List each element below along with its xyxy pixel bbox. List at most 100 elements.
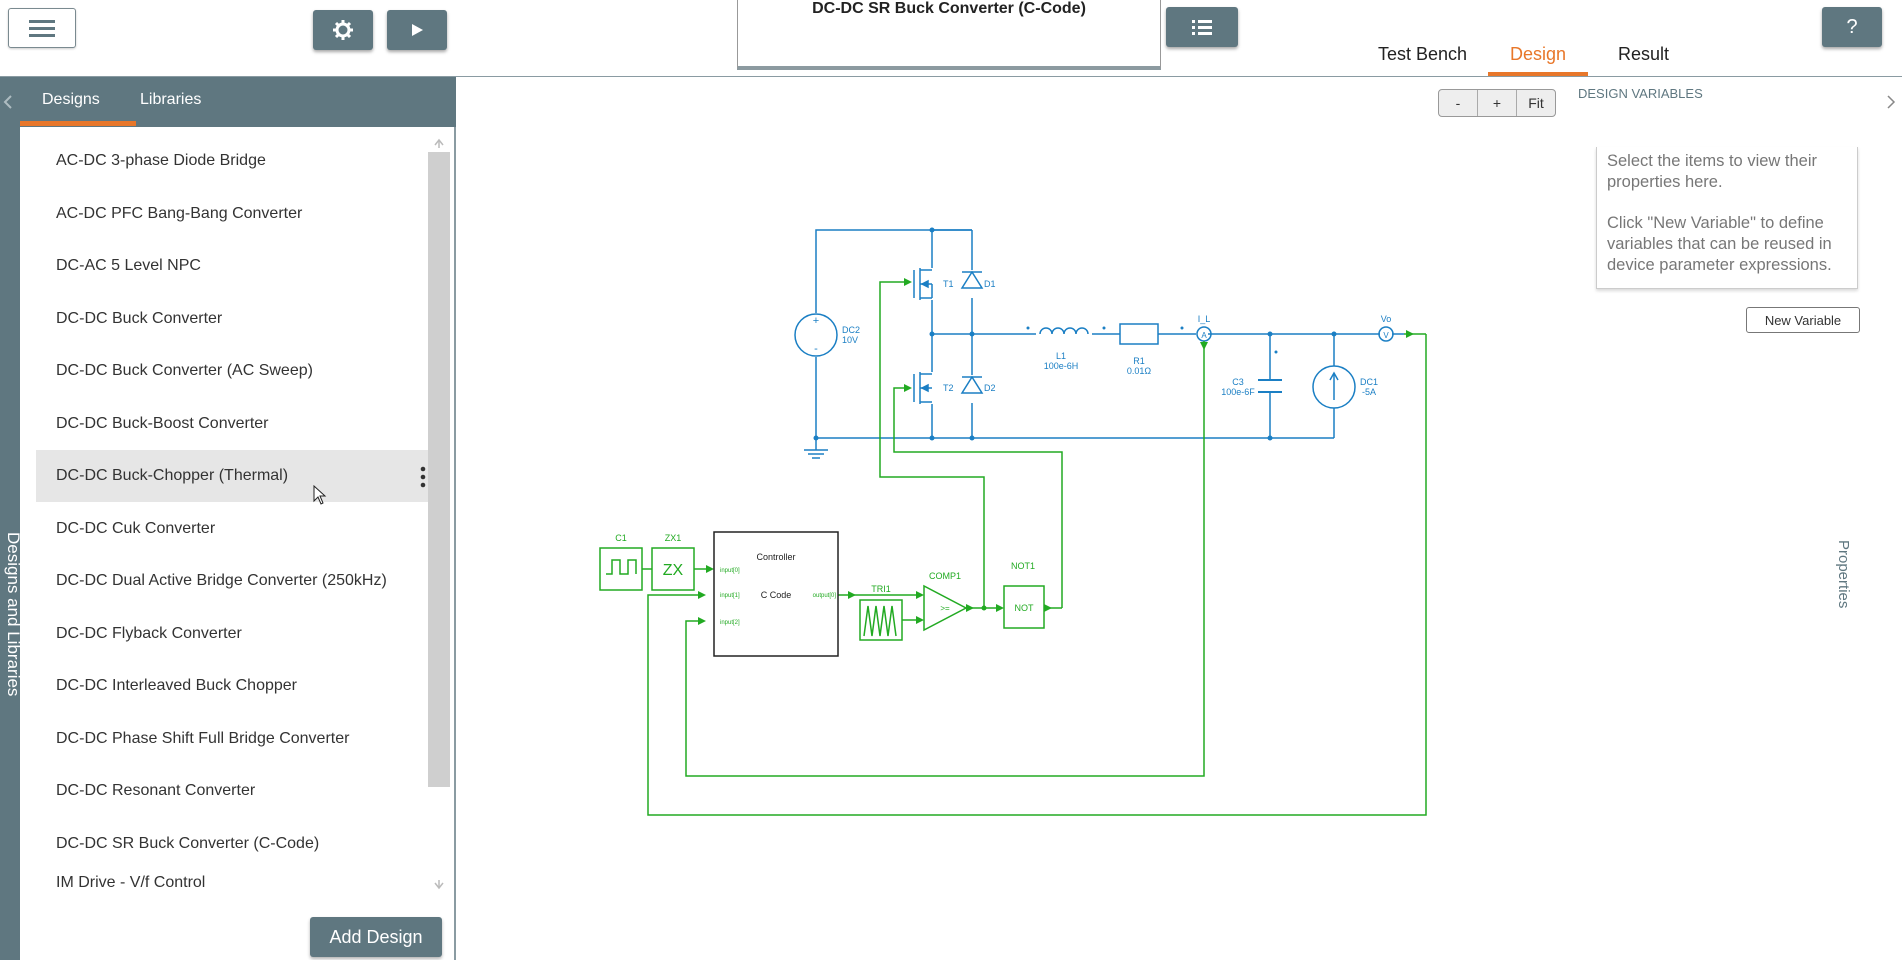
list-item[interactable]: IM Drive - V/f Control bbox=[36, 871, 444, 895]
zoom-in-button[interactable]: + bbox=[1478, 90, 1517, 116]
design-variables-title: DESIGN VARIABLES bbox=[1578, 86, 1703, 101]
tab-libraries[interactable]: Libraries bbox=[140, 91, 202, 108]
list-item-label: DC-DC Buck-Boost Converter bbox=[56, 415, 269, 432]
list-item[interactable]: DC-DC Dual Active Bridge Converter (250k… bbox=[36, 555, 444, 607]
list-item[interactable]: DC-DC Buck-Boost Converter bbox=[36, 398, 444, 450]
list-item[interactable]: DC-AC 5 Level NPC bbox=[36, 240, 444, 292]
design-title: DC-DC SR Buck Converter (C-Code) bbox=[812, 0, 1086, 17]
list-item-label: DC-DC Buck-Chopper (Thermal) bbox=[56, 467, 289, 484]
l1-label: L1 bbox=[1056, 351, 1066, 361]
more-options-icon[interactable] bbox=[420, 466, 426, 488]
chevron-left-icon[interactable] bbox=[2, 95, 14, 109]
run-button[interactable] bbox=[387, 10, 447, 50]
top-divider bbox=[0, 76, 1902, 77]
hamburger-menu-button[interactable] bbox=[8, 8, 76, 48]
controller-block[interactable] bbox=[713, 531, 839, 657]
new-variable-button[interactable]: New Variable bbox=[1746, 307, 1860, 333]
play-icon bbox=[412, 24, 423, 36]
dc1-source[interactable] bbox=[1312, 365, 1356, 409]
c3-label: C3 bbox=[1232, 377, 1244, 387]
vo-label: Vo bbox=[1381, 314, 1392, 324]
info-line-2: Click "New Variable" to define variables… bbox=[1607, 214, 1832, 274]
tab-designs[interactable]: Designs bbox=[42, 91, 100, 108]
dc1-value: -5A bbox=[1362, 387, 1376, 397]
hamburger-icon bbox=[29, 20, 55, 37]
tab-design[interactable]: Design bbox=[1510, 44, 1567, 64]
list-item[interactable]: AC-DC 3-phase Diode Bridge bbox=[36, 135, 444, 187]
controller-input-2: input[2] bbox=[720, 620, 740, 626]
list-item-label: IM Drive - V/f Control bbox=[56, 874, 206, 891]
d2-diode[interactable] bbox=[960, 375, 984, 394]
list-item[interactable]: AC-DC PFC Bang-Bang Converter bbox=[36, 188, 444, 240]
list-item[interactable]: DC-DC Phase Shift Full Bridge Converter bbox=[36, 713, 444, 765]
junction bbox=[1331, 331, 1337, 337]
comp1-comparator[interactable] bbox=[923, 584, 968, 632]
controller-input-0: input[0] bbox=[720, 568, 740, 574]
list-item[interactable]: DC-DC Buck-Chopper (Thermal) bbox=[36, 450, 444, 502]
zoom-controls: - + Fit bbox=[1438, 89, 1556, 117]
list-item-label: DC-DC Flyback Converter bbox=[56, 625, 242, 642]
tab-test-bench[interactable]: Test Bench bbox=[1378, 44, 1468, 64]
polarity-dot bbox=[1274, 350, 1278, 354]
list-item[interactable]: DC-DC Interleaved Buck Chopper bbox=[36, 660, 444, 712]
scroll-up-icon[interactable] bbox=[433, 137, 445, 149]
settings-button[interactable] bbox=[313, 10, 373, 50]
help-button[interactable]: ? bbox=[1822, 7, 1882, 47]
scroll-thumb[interactable] bbox=[428, 152, 450, 787]
r1-resistor[interactable] bbox=[1119, 323, 1159, 345]
arrow bbox=[1044, 604, 1052, 612]
scroll-down-icon[interactable] bbox=[433, 879, 445, 891]
design-title-box: DC-DC SR Buck Converter (C-Code) bbox=[737, 0, 1161, 70]
list-item[interactable]: DC-DC Resonant Converter bbox=[36, 765, 444, 817]
controller-code-label: C Code bbox=[761, 590, 792, 600]
junction bbox=[929, 331, 935, 337]
junction bbox=[969, 435, 975, 441]
d1-label: D1 bbox=[984, 279, 996, 289]
junction bbox=[969, 331, 975, 337]
junction bbox=[1267, 435, 1273, 441]
triangle-wave bbox=[863, 605, 897, 637]
info-line-1: Select the items to view their propertie… bbox=[1607, 152, 1818, 191]
zx1-symbol: ZX bbox=[663, 562, 684, 579]
controller-output-0: output[0] bbox=[813, 593, 837, 599]
list-item[interactable]: DC-DC Flyback Converter bbox=[36, 608, 444, 660]
c1-label: C1 bbox=[615, 533, 627, 543]
l1-inductor[interactable] bbox=[1039, 327, 1089, 335]
add-design-button[interactable]: Add Design bbox=[310, 917, 442, 957]
arrow bbox=[698, 591, 706, 599]
d1-diode[interactable] bbox=[960, 270, 984, 289]
list-item[interactable]: DC-DC SR Buck Converter (C-Code) bbox=[36, 818, 444, 870]
list-icon bbox=[1192, 20, 1212, 35]
zoom-out-button[interactable]: - bbox=[1439, 90, 1478, 116]
c3-value: 100e-6F bbox=[1221, 387, 1255, 397]
arrow bbox=[706, 565, 714, 573]
controller-label: Controller bbox=[756, 552, 795, 562]
junction bbox=[813, 435, 819, 441]
dc2-minus: - bbox=[814, 343, 818, 355]
comp1-label: COMP1 bbox=[929, 571, 961, 581]
t1-label: T1 bbox=[943, 279, 954, 289]
vo-feedback-wire bbox=[647, 334, 1427, 816]
list-view-button[interactable] bbox=[1166, 7, 1238, 47]
r1-label: R1 bbox=[1133, 356, 1145, 366]
list-item[interactable]: DC-DC Cuk Converter bbox=[36, 503, 444, 555]
vo-voltmeter[interactable] bbox=[1378, 326, 1394, 342]
arrow bbox=[1200, 342, 1208, 350]
dc1-label: DC1 bbox=[1360, 377, 1378, 387]
arrow bbox=[698, 617, 706, 625]
list-item[interactable]: DC-DC Buck Converter (AC Sweep) bbox=[36, 345, 444, 397]
list-item[interactable]: DC-DC Buck Converter bbox=[36, 293, 444, 345]
zoom-fit-button[interactable]: Fit bbox=[1528, 95, 1544, 111]
control-arrows bbox=[698, 278, 1414, 625]
dc2-source[interactable] bbox=[794, 313, 838, 357]
chevron-right-icon[interactable] bbox=[1886, 94, 1896, 110]
dc2-value: 10V bbox=[842, 335, 858, 345]
tri1-label: TRI1 bbox=[871, 584, 891, 594]
list-item-label: DC-AC 5 Level NPC bbox=[56, 257, 201, 274]
wire bbox=[815, 229, 972, 313]
t2-label: T2 bbox=[943, 383, 954, 393]
panel-tabs: Designs Libraries bbox=[20, 77, 456, 127]
tab-result[interactable]: Result bbox=[1618, 44, 1670, 64]
designs-libraries-strip[interactable]: Designs and Libraries bbox=[0, 77, 23, 960]
